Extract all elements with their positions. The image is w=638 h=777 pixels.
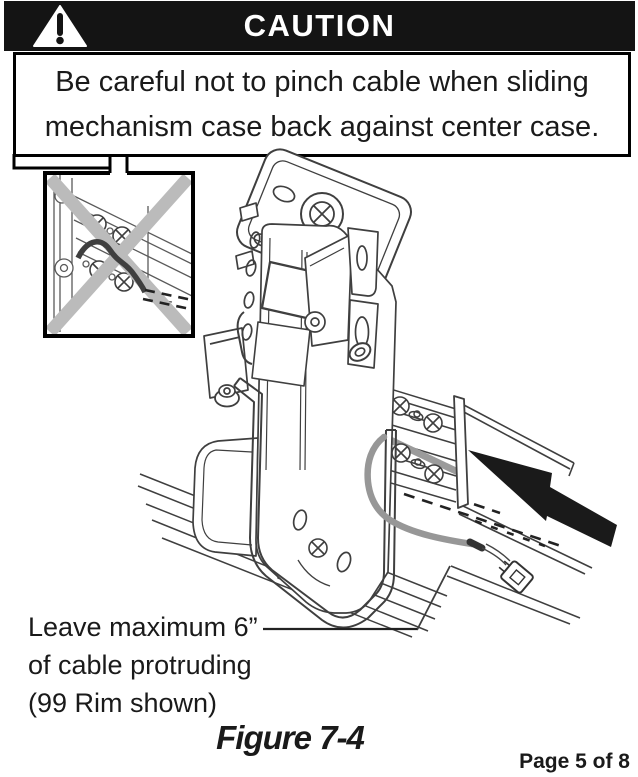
mechanism-body: [192, 148, 412, 629]
warning-triangle-icon: [33, 5, 87, 47]
cable-connector: [498, 560, 534, 594]
protruding-cable: [364, 433, 534, 594]
cable-annotation-line-3: (99 Rim shown): [28, 688, 218, 718]
cable-annotation-line-2: of cable protruding: [28, 650, 252, 680]
cable-annotation: Leave maximum 6” of cable protruding (99…: [28, 608, 258, 722]
inset-wrong-routing: [43, 171, 195, 338]
caution-text-box: Be careful not to pinch cable when slidi…: [13, 52, 631, 157]
slide-direction-arrow: [468, 450, 617, 547]
cable-annotation-line-1: Leave maximum 6”: [28, 612, 258, 642]
caution-title: CAUTION: [243, 8, 396, 43]
hidden-cable-dashes: [401, 478, 565, 549]
caution-banner: CAUTION: [4, 1, 635, 51]
caution-line-2: mechanism case back against center case.: [44, 111, 600, 143]
figure-caption: Figure 7-4: [216, 719, 365, 756]
callout-brackets: [12, 154, 129, 173]
link-tube: [233, 377, 397, 629]
page-number: Page 5 of 8: [519, 750, 630, 773]
caution-line-1: Be careful not to pinch cable when slidi…: [55, 66, 589, 98]
